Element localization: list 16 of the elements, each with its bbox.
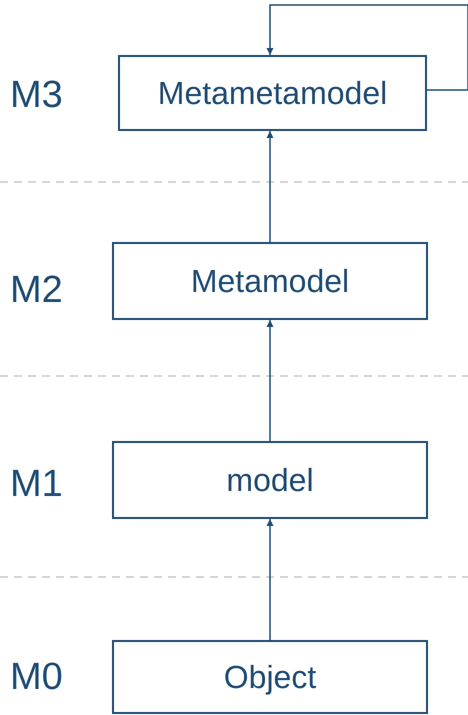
box-label: Object [224,658,316,696]
arrow [266,320,274,441]
level-box [112,242,428,320]
level-label: M0 [10,658,63,696]
level-box [112,640,428,714]
arrow [266,131,274,242]
box-label: model [226,462,314,498]
arrow [266,519,274,640]
arrow [266,4,468,91]
level-label: M1 [10,465,63,503]
level-box [118,55,427,131]
box-label: Metamodel [190,262,350,300]
level-box [112,441,428,519]
box-label: Metametamodel [158,74,388,112]
level-label: M2 [10,271,63,309]
level-label: M3 [10,76,63,114]
